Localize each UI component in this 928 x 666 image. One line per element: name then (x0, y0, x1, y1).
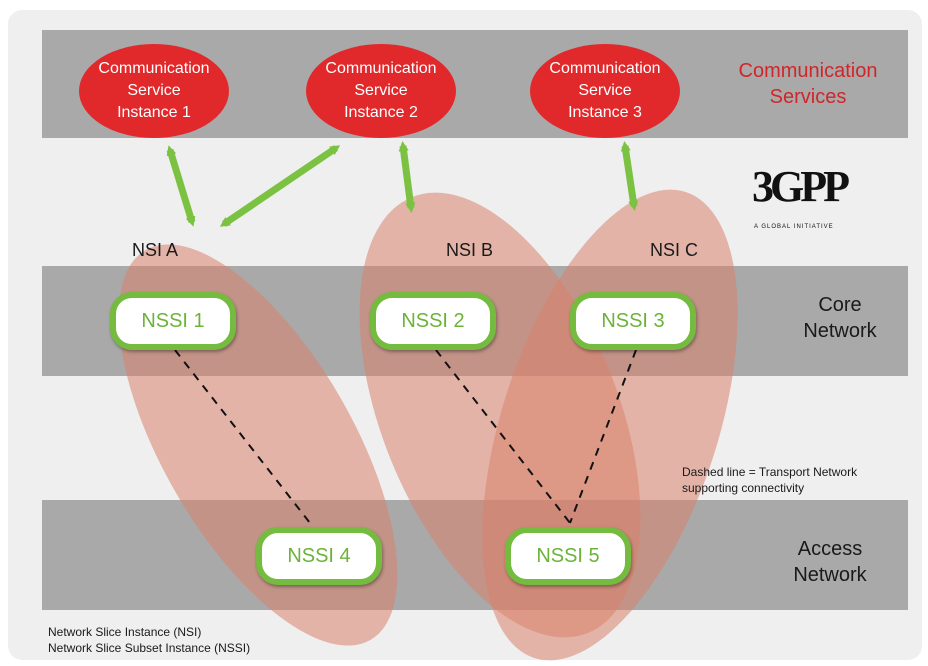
nssi-5-box: NSSI 5 (505, 527, 631, 585)
transport-line-nssi1-nssi4 (174, 349, 311, 524)
access-network-title: Access Network (770, 536, 890, 588)
communication-service-instance-2: Communication Service Instance 2 (306, 44, 456, 138)
access-network-title-line1: Access (797, 538, 863, 560)
core-network-title-line2: Network (803, 320, 877, 342)
3gpp-logo: 3GPP A GLOBAL INITIATIVE (752, 162, 872, 238)
nssi-5-label: NSSI 5 (536, 544, 600, 567)
arrow-cs1-nsi-a (166, 145, 196, 227)
arrow-cs2-nsi-a (219, 145, 341, 227)
core-network-title: Core Network (780, 292, 900, 344)
communication-service-instance-3: Communication Service Instance 3 (530, 44, 680, 138)
3gpp-logo-mark: 3GPP (752, 162, 850, 211)
dashed-line-note: Dashed line = Transport Network supporti… (682, 464, 857, 496)
nssi-1-box: NSSI 1 (110, 292, 236, 350)
nssi-4-label: NSSI 4 (287, 544, 351, 567)
nssi-3-box: NSSI 3 (570, 292, 696, 350)
nssi-3-label: NSSI 3 (601, 309, 665, 332)
service-1-line2: Service (127, 82, 181, 99)
access-network-title-line2: Network (793, 564, 867, 586)
service-1-line3: Instance 1 (117, 104, 191, 121)
service-3-line3: Instance 3 (568, 104, 642, 121)
communication-services-title-line1: Communication (738, 60, 878, 82)
transport-line-nssi3-nssi5 (569, 349, 637, 524)
service-2-line2: Service (354, 82, 408, 99)
service-1-line1: Communication (98, 60, 210, 77)
service-2-line3: Instance 2 (344, 104, 418, 121)
nsi-c-label: NSI C (650, 240, 699, 260)
dashed-line-note-line2: supporting connectivity (682, 481, 805, 495)
nssi-2-label: NSSI 2 (401, 309, 465, 332)
arrow-cs2-nsi-b (398, 141, 416, 213)
communication-services-title-line2: Services (769, 86, 847, 108)
legend-nsi: Network Slice Instance (NSI) (48, 625, 202, 639)
service-3-line1: Communication (549, 60, 661, 77)
core-network-title-line1: Core (818, 294, 862, 316)
transport-line-nssi2-nssi5 (435, 349, 571, 524)
service-2-line1: Communication (325, 60, 437, 77)
nssi-4-box: NSSI 4 (256, 527, 382, 585)
nssi-2-box: NSSI 2 (370, 292, 496, 350)
arrow-cs3-nsi-c (620, 141, 639, 211)
service-3-line2: Service (578, 82, 632, 99)
legend-nssi: Network Slice Subset Instance (NSSI) (48, 641, 251, 655)
communication-service-instance-1: Communication Service Instance 1 (79, 44, 229, 138)
communication-services-title: Communication Services (718, 58, 898, 110)
nsi-b-label: NSI B (446, 240, 494, 260)
3gpp-logo-tagline: A GLOBAL INITIATIVE (754, 224, 834, 230)
nssi-1-label: NSSI 1 (141, 309, 205, 332)
legend: Network Slice Instance (NSI) Network Sli… (48, 624, 250, 656)
nsi-a-label: NSI A (132, 240, 179, 260)
dashed-line-note-line1: Dashed line = Transport Network (682, 465, 858, 479)
